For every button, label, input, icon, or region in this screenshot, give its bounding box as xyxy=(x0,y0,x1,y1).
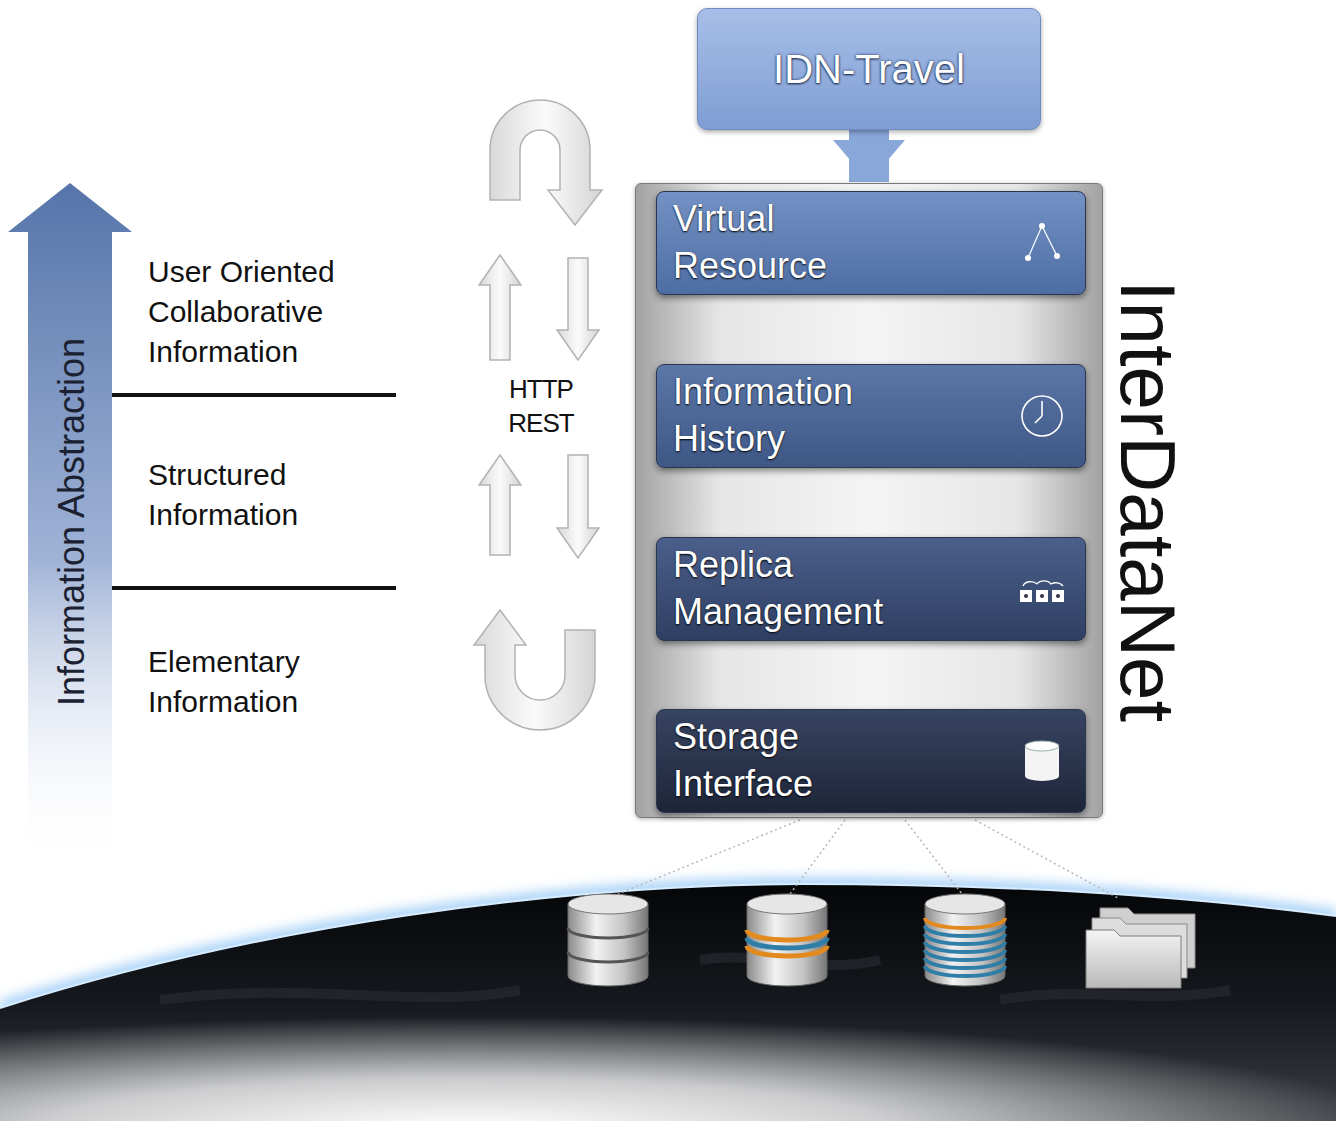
database-icon xyxy=(925,926,1005,976)
level-separator xyxy=(112,393,396,397)
layer-box: Replica Management xyxy=(656,537,1086,641)
database-icon xyxy=(925,904,1005,986)
database-icon xyxy=(747,946,827,956)
layer-box: Information History xyxy=(656,364,1086,468)
flow-arrows xyxy=(474,100,602,730)
storage-links xyxy=(618,820,1118,898)
layer-icon xyxy=(1056,594,1060,598)
box-label: IDN-Travel xyxy=(773,47,965,92)
storage-link xyxy=(618,820,800,894)
layer-icon xyxy=(1017,218,1067,268)
axis-label: Information Abstraction xyxy=(52,338,92,706)
box-label: Storage Interface xyxy=(673,714,928,808)
box-label: Information History xyxy=(673,369,928,463)
layer-icon xyxy=(1041,401,1043,416)
layer-icon xyxy=(1020,590,1032,602)
layer-icon xyxy=(1040,594,1044,598)
layer-icon xyxy=(1025,255,1031,261)
layer-box: Virtual Resource xyxy=(656,191,1086,295)
storage-link xyxy=(975,820,1118,898)
client-app-box: IDN-Travel xyxy=(697,8,1041,130)
storage-link xyxy=(905,820,962,894)
database-icon xyxy=(925,894,1005,914)
database-icon xyxy=(747,930,827,940)
folder-icon xyxy=(1086,908,1195,988)
layer-icon xyxy=(1017,736,1067,786)
database-icon xyxy=(568,904,648,986)
earth xyxy=(0,884,1336,1121)
database-icon xyxy=(747,904,827,986)
layer-icon xyxy=(1024,594,1028,598)
database-icon xyxy=(568,894,648,986)
box-label: Virtual Resource xyxy=(673,196,928,290)
storage-link xyxy=(790,820,845,894)
level-label: Structured Information xyxy=(148,455,388,535)
layer-icon xyxy=(1039,223,1045,229)
layer-icon xyxy=(1017,391,1067,441)
database-icon xyxy=(568,894,648,914)
folder-icon xyxy=(1086,930,1181,988)
layer-icon xyxy=(1054,253,1060,259)
layer-icon xyxy=(1025,741,1059,751)
box-label: InterDataNet xyxy=(1109,280,1187,722)
layer-box: Storage Interface xyxy=(656,709,1086,813)
abstraction-arrow xyxy=(8,183,132,868)
layer-icon xyxy=(1022,396,1062,436)
database-icon xyxy=(925,918,1005,928)
box-label: Replica Management xyxy=(673,542,928,636)
layer-icon xyxy=(1028,226,1042,258)
layer-icon xyxy=(1023,581,1063,586)
layer-icon xyxy=(1036,590,1048,602)
layer-icon xyxy=(1017,564,1067,614)
database-icon xyxy=(747,894,827,986)
u-turn-arrow xyxy=(474,610,595,730)
u-turn-arrow xyxy=(490,100,602,225)
framework-panel: InterDataNetVirtual ResourceInformation … xyxy=(635,183,1103,818)
database-icon xyxy=(568,928,648,962)
down-arrow xyxy=(557,258,599,360)
layer-icon xyxy=(1042,226,1057,256)
protocol-label: HTTP REST xyxy=(496,372,586,440)
flow-arrow xyxy=(849,130,889,182)
layer-icon xyxy=(1035,416,1042,423)
database-icon xyxy=(925,894,1005,986)
abstraction-arrow xyxy=(8,183,132,868)
level-label: Elementary Information xyxy=(148,642,388,722)
level-separator xyxy=(112,395,396,588)
layer-icon xyxy=(1052,590,1064,602)
database-icon xyxy=(747,894,827,914)
up-arrow xyxy=(479,455,521,555)
level-label: User Oriented Collaborative Information xyxy=(148,252,428,372)
layer-icon xyxy=(1025,746,1059,781)
database-icon xyxy=(747,938,827,948)
level-separator xyxy=(112,586,396,590)
down-arrow xyxy=(557,455,599,558)
up-arrow xyxy=(479,255,521,360)
earth-horizon xyxy=(0,884,1336,1121)
